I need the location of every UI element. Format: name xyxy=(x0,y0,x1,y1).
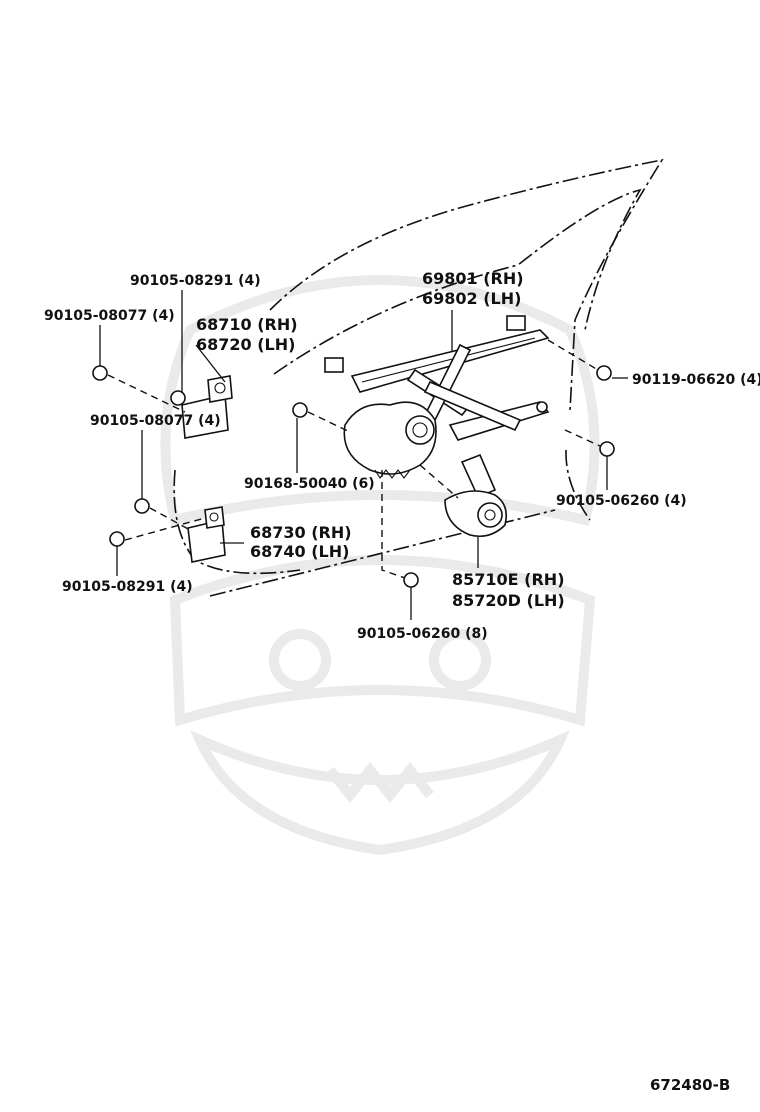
label-regulator-lh: 69802 (LH) xyxy=(422,289,521,308)
watermark-mask xyxy=(160,275,600,856)
label-hinge-upper-lh: 68720 (LH) xyxy=(196,335,295,354)
label-bolt-bottom-center: 90105-06260 (8) xyxy=(357,626,488,642)
diagram-reference-code: 672480-B xyxy=(650,1076,730,1094)
window-regulator xyxy=(324,315,550,479)
label-regulator-rh: 69801 (RH) xyxy=(422,269,524,288)
label-bolt-center: 90168-50040 (6) xyxy=(244,476,375,492)
label-bolt-top-left-upper: 90105-08291 (4) xyxy=(130,273,261,289)
regulator-motor xyxy=(444,453,508,538)
label-bolt-bottom-left: 90105-08291 (4) xyxy=(62,579,193,595)
label-hinge-upper-rh: 68710 (RH) xyxy=(196,315,298,334)
leader-lines xyxy=(99,290,628,620)
lower-hinge xyxy=(187,506,226,563)
label-hinge-lower-lh: 68740 (LH) xyxy=(250,542,349,561)
assembly-lines xyxy=(107,339,601,579)
upper-hinge xyxy=(170,375,233,439)
label-bolt-right-lower: 90105-06260 (4) xyxy=(556,493,687,509)
label-bolt-top-left: 90105-08077 (4) xyxy=(44,308,175,324)
label-bolt-mid-left: 90105-08077 (4) xyxy=(90,413,221,429)
label-motor-lh: 85720D (LH) xyxy=(452,591,565,610)
label-motor-rh: 85710E (RH) xyxy=(452,570,565,589)
label-hinge-lower-rh: 68730 (RH) xyxy=(250,523,352,542)
label-bolt-right-upper: 90119-06620 (4) xyxy=(632,372,760,388)
